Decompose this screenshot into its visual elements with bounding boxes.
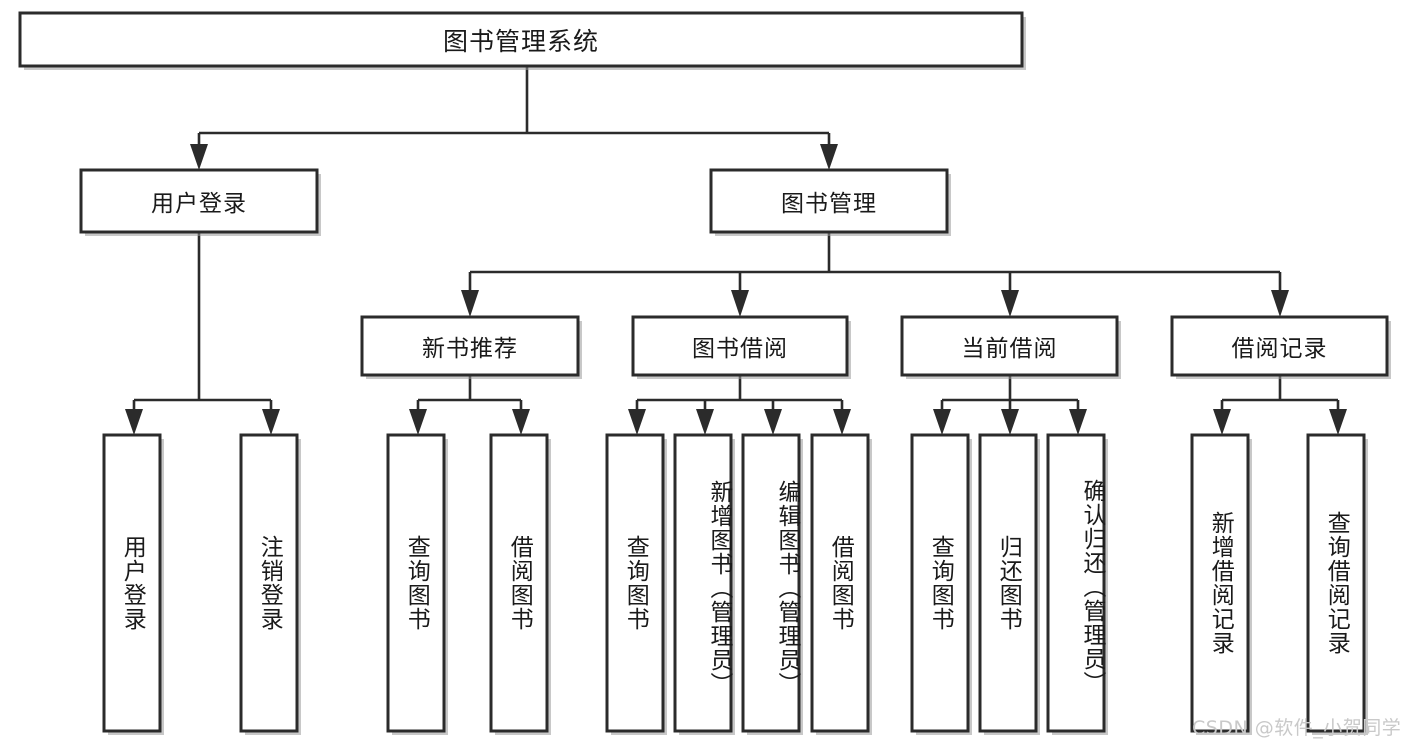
node-box-book-borrow[interactable] <box>631 315 851 379</box>
edge-group-newbook-to-leaves <box>409 375 530 435</box>
node-box-leaf-return-book[interactable] <box>978 433 1040 735</box>
node-box-leaf-query-book-3[interactable] <box>910 433 972 735</box>
arrowhead-to-leaf-query-record <box>1329 409 1347 435</box>
node-box-leaf-borrow-book-2[interactable] <box>810 433 872 735</box>
node-box-current-borrow[interactable] <box>900 315 1121 379</box>
node-box-leaf-borrow-book-1[interactable] <box>489 433 551 735</box>
node-box-leaf-add-book[interactable] <box>673 433 735 735</box>
edge-group-userlogin-to-leaves <box>125 232 280 435</box>
node-box-leaf-query-record[interactable] <box>1306 433 1368 735</box>
arrowhead-to-borrow-record <box>1271 290 1289 317</box>
node-box-leaf-query-book-1[interactable] <box>386 433 448 735</box>
node-box-borrow-record[interactable] <box>1170 315 1391 379</box>
edge-user-login-to-leaves <box>132 232 273 410</box>
arrowhead-to-current-borrow <box>1001 290 1019 317</box>
node-box-leaf-query-book-2[interactable] <box>605 433 667 735</box>
edge-group-bookmanage-to-level3 <box>461 232 1289 317</box>
arrowhead-to-leaf-return-book <box>1001 409 1019 435</box>
edge-root-to-level2 <box>197 66 831 148</box>
edge-group-currentborrow-to-leaves <box>933 375 1087 435</box>
arrowhead-to-leaf-query-book-1 <box>409 409 427 435</box>
arrowhead-to-leaf-borrow-book-1 <box>512 409 530 435</box>
node-box-root[interactable] <box>18 11 1026 70</box>
edge-group-borrowrecord-to-leaves <box>1213 375 1347 435</box>
arrowhead-to-leaf-borrow-book-2 <box>833 409 851 435</box>
edge-current-borrow-to-leaves <box>940 375 1080 410</box>
node-box-new-book-recommend[interactable] <box>360 315 582 379</box>
arrowhead-to-leaf-edit-book <box>764 409 782 435</box>
edge-borrow-record-to-leaves <box>1220 375 1340 410</box>
node-box-leaf-add-record[interactable] <box>1190 433 1252 735</box>
node-box-leaf-user-logout[interactable] <box>239 433 301 735</box>
edge-group-bookborrow-to-leaves <box>628 375 851 435</box>
arrowhead-to-leaf-confirm-return <box>1069 409 1087 435</box>
arrowhead-to-leaf-add-book <box>696 409 714 435</box>
arrowhead-to-user-login <box>190 144 208 170</box>
node-box-leaf-edit-book[interactable] <box>741 433 803 735</box>
edge-new-book-recommend-to-leaves <box>416 375 523 410</box>
arrowhead-to-book-borrow <box>731 290 749 317</box>
node-box-book-manage[interactable] <box>709 168 951 236</box>
arrowhead-to-leaf-user-logout <box>262 409 280 435</box>
arrowhead-to-leaf-add-record <box>1213 409 1231 435</box>
node-box-leaf-user-login[interactable] <box>102 433 164 735</box>
arrowhead-to-new-book-recommend <box>461 290 479 317</box>
arrowhead-to-book-manage <box>820 144 838 170</box>
node-box-user-login[interactable] <box>79 168 321 236</box>
arrowhead-to-leaf-user-login <box>125 409 143 435</box>
arrowhead-to-leaf-query-book-2 <box>628 409 646 435</box>
edge-book-manage-to-level3 <box>468 232 1282 292</box>
edge-book-borrow-to-leaves <box>635 375 844 410</box>
arrowhead-to-leaf-query-book-3 <box>933 409 951 435</box>
node-box-leaf-confirm-return[interactable] <box>1046 433 1108 735</box>
edge-group-root-to-level2 <box>190 66 838 170</box>
